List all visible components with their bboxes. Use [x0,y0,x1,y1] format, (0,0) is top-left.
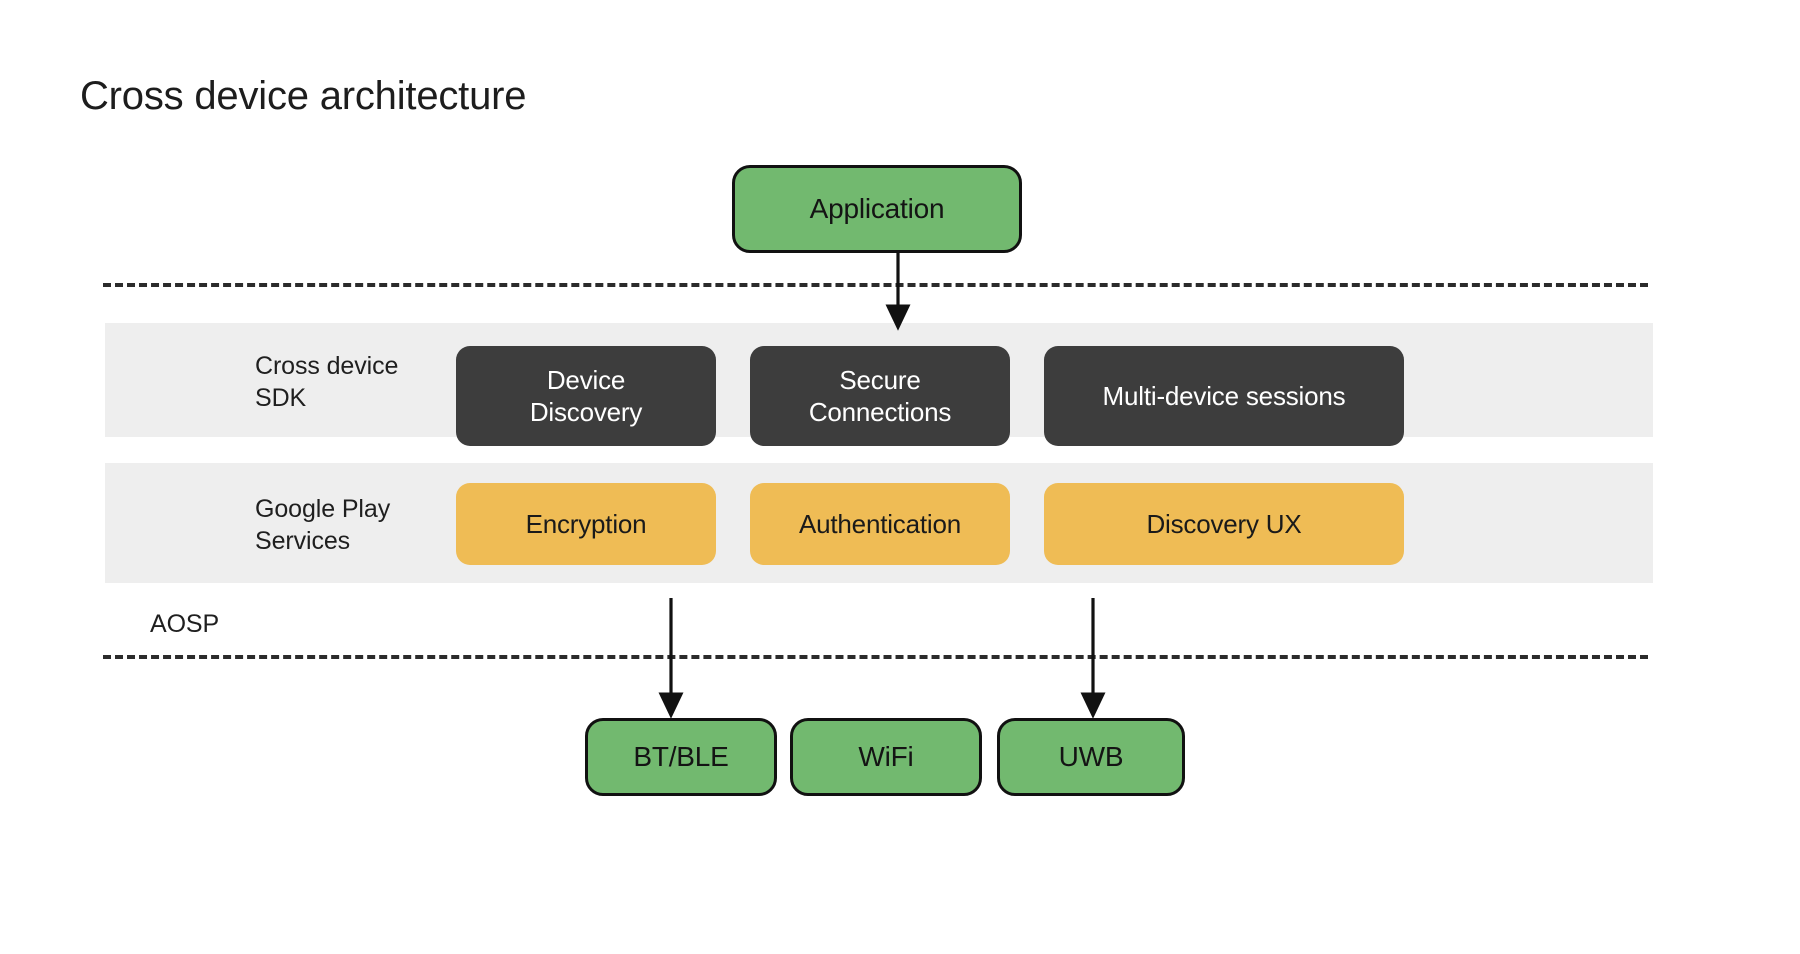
chip-authentication[interactable]: Authentication [750,483,1010,565]
layer-label-cross-device-sdk: Cross device SDK [255,350,398,414]
chip-secure-connections-label: Secure Connections [808,365,952,427]
chip-device-discovery-label: Device Discovery [529,365,643,427]
layer-label-line-1: Cross device [255,352,399,380]
boundary-line-top [103,283,1648,287]
node-bt-ble-label: BT/BLE [633,741,729,772]
chip-discovery-ux-label: Discovery UX [1146,509,1302,539]
node-bt-ble[interactable]: BT/BLE [585,718,777,796]
layer-label-line-2: SDK [255,384,307,412]
layer-label-line-2: Services [255,527,351,555]
node-application[interactable]: Application [732,165,1022,253]
layer-label-aosp: AOSP [150,610,220,638]
boundary-line-bottom [103,655,1648,659]
layer-label-google-play-services: Google Play Services [255,493,390,557]
layer-label-line-1: Google Play [255,495,391,523]
node-wifi-label: WiFi [858,741,914,772]
page-title: Cross device architecture [80,74,527,118]
chip-secure-connections[interactable]: Secure Connections [750,346,1010,446]
chip-multi-device-sessions-label: Multi-device sessions [1102,381,1346,411]
node-uwb[interactable]: UWB [997,718,1185,796]
chip-multi-device-sessions[interactable]: Multi-device sessions [1044,346,1404,446]
node-uwb-label: UWB [1058,741,1124,772]
chip-device-discovery[interactable]: Device Discovery [456,346,716,446]
node-application-label: Application [809,193,945,224]
chip-discovery-ux[interactable]: Discovery UX [1044,483,1404,565]
chip-encryption[interactable]: Encryption [456,483,716,565]
chip-authentication-label: Authentication [799,509,961,539]
node-wifi[interactable]: WiFi [790,718,982,796]
chip-encryption-label: Encryption [525,509,647,539]
